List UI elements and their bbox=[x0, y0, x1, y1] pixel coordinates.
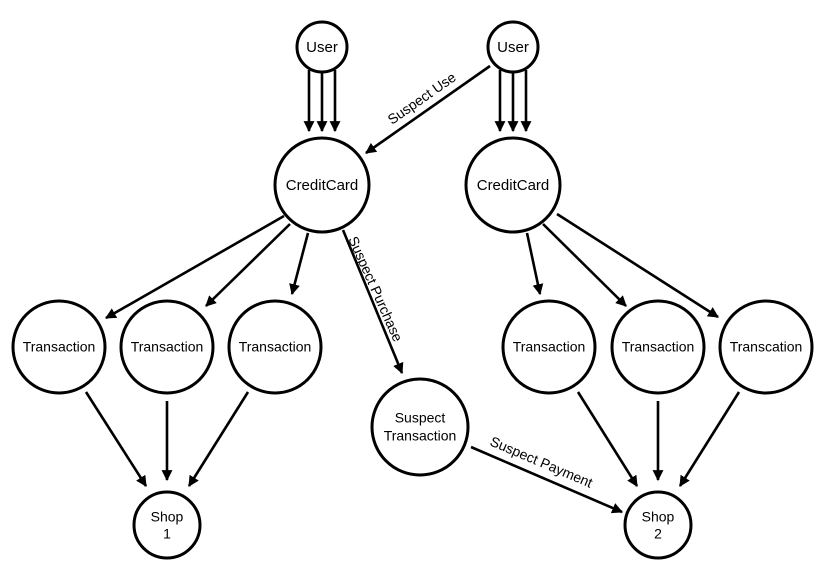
edge-label-suspect-use: Suspect Use bbox=[385, 69, 459, 128]
node-transaction-r3-label: Transcation bbox=[730, 339, 803, 355]
node-transaction-r3: Transcation bbox=[718, 299, 814, 395]
edge-suspect-purchase bbox=[341, 229, 404, 375]
node-shop-1: Shop 1 bbox=[132, 490, 202, 560]
node-transaction-r2: Transaction bbox=[610, 299, 706, 395]
node-user-right-label: User bbox=[497, 39, 529, 56]
edge-creditcard-right-to-transaction-r1 bbox=[525, 232, 544, 296]
edge-creditcard-right-to-transaction-r3 bbox=[556, 212, 719, 319]
node-creditcard-left-label: CreditCard bbox=[286, 177, 359, 194]
node-user-right: User bbox=[486, 20, 540, 74]
node-shop-2-label-line1: Shop bbox=[642, 509, 675, 525]
node-transaction-l2: Transaction bbox=[119, 299, 215, 395]
node-shop-2: Shop 2 bbox=[623, 490, 693, 560]
node-shop-1-label-line1: Shop bbox=[151, 509, 184, 525]
node-transaction-r2-label: Transaction bbox=[622, 339, 695, 355]
node-shop-1-label-line2: 1 bbox=[163, 526, 171, 542]
node-user-left: User bbox=[295, 20, 349, 74]
node-transaction-l1: Transaction bbox=[11, 299, 107, 395]
node-transaction-r1-label: Transaction bbox=[513, 339, 586, 355]
edge-creditcard-right-to-transaction-r2 bbox=[542, 223, 627, 307]
node-transaction-l1-label: Transaction bbox=[23, 339, 96, 355]
node-transaction-r1: Transaction bbox=[501, 299, 597, 395]
node-user-left-label: User bbox=[306, 39, 338, 56]
edge-transaction-l3-to-shop1 bbox=[187, 391, 250, 487]
node-transaction-l3: Transaction bbox=[227, 299, 323, 395]
edge-creditcard-left-to-transaction-l1 bbox=[105, 214, 285, 320]
node-creditcard-left: CreditCard bbox=[273, 136, 371, 234]
edge-transaction-r1-to-shop2 bbox=[576, 391, 639, 487]
node-suspect-transaction-label-line1: Suspect bbox=[395, 410, 446, 426]
edge-suspect-use bbox=[365, 64, 491, 155]
node-transaction-l2-label: Transaction bbox=[131, 339, 204, 355]
node-transaction-l3-label: Transaction bbox=[239, 339, 312, 355]
edge-label-suspect-purchase: Suspect Purchase bbox=[345, 234, 406, 345]
edge-creditcard-left-to-transaction-l3 bbox=[289, 232, 310, 296]
edge-suspect-payment bbox=[470, 445, 624, 514]
node-creditcard-right: CreditCard bbox=[464, 136, 562, 234]
edge-creditcard-left-to-transaction-l2 bbox=[205, 223, 291, 307]
edge-transaction-l1-to-shop1 bbox=[84, 391, 148, 487]
node-shop-2-label-line2: 2 bbox=[654, 526, 662, 542]
edge-transaction-r3-to-shop2 bbox=[678, 391, 741, 487]
node-creditcard-right-label: CreditCard bbox=[477, 177, 550, 194]
node-suspect-transaction: Suspect Transaction bbox=[370, 377, 470, 477]
node-suspect-transaction-label-line2: Transaction bbox=[384, 428, 457, 444]
